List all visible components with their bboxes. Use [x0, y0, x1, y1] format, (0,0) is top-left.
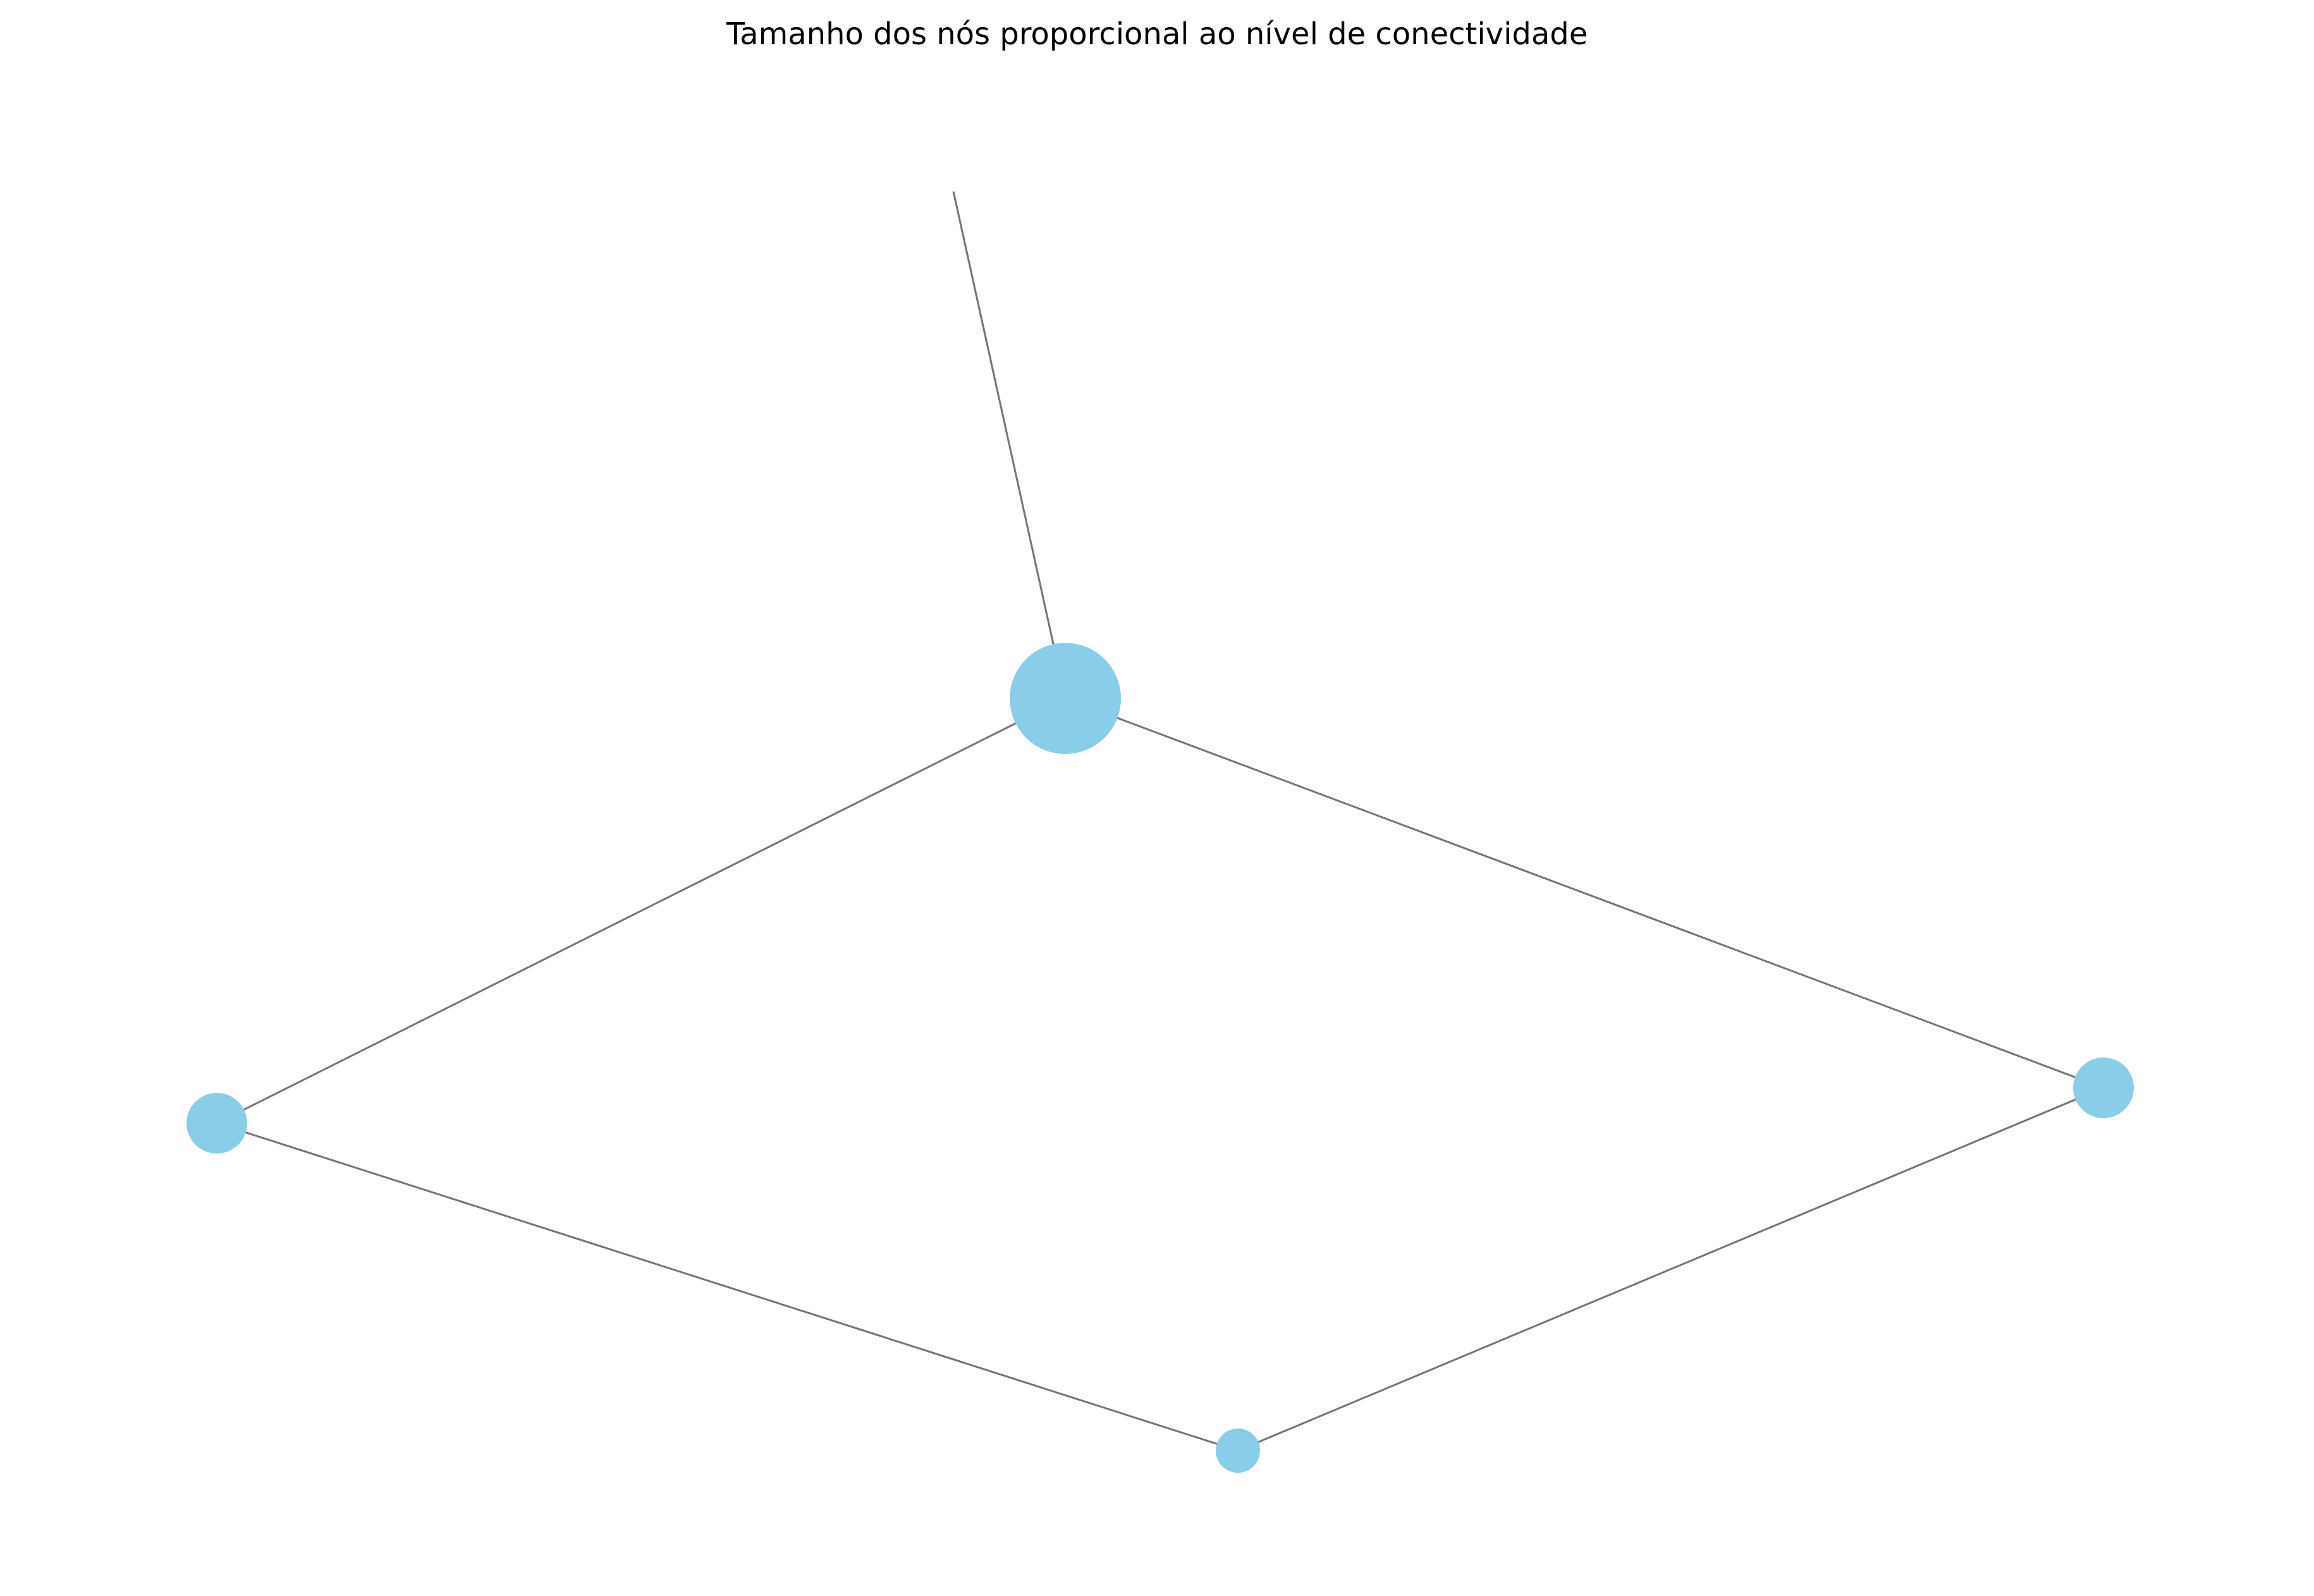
edges-layer [216, 191, 2104, 1452]
edge-left-bottom [216, 1122, 1239, 1452]
edge-right-bottom [1237, 1087, 2104, 1452]
nodes-layer [187, 643, 2134, 1473]
node-right [2073, 1057, 2134, 1118]
node-bottom [1216, 1428, 1260, 1473]
node-hub [1010, 643, 1121, 754]
edge-hub-top [952, 191, 1067, 699]
edge-hub-left [216, 697, 1066, 1124]
page-title: Tamanho dos nós proporcional ao nível de… [726, 16, 1588, 52]
edge-hub-right [1065, 697, 2104, 1089]
node-left [187, 1093, 247, 1154]
